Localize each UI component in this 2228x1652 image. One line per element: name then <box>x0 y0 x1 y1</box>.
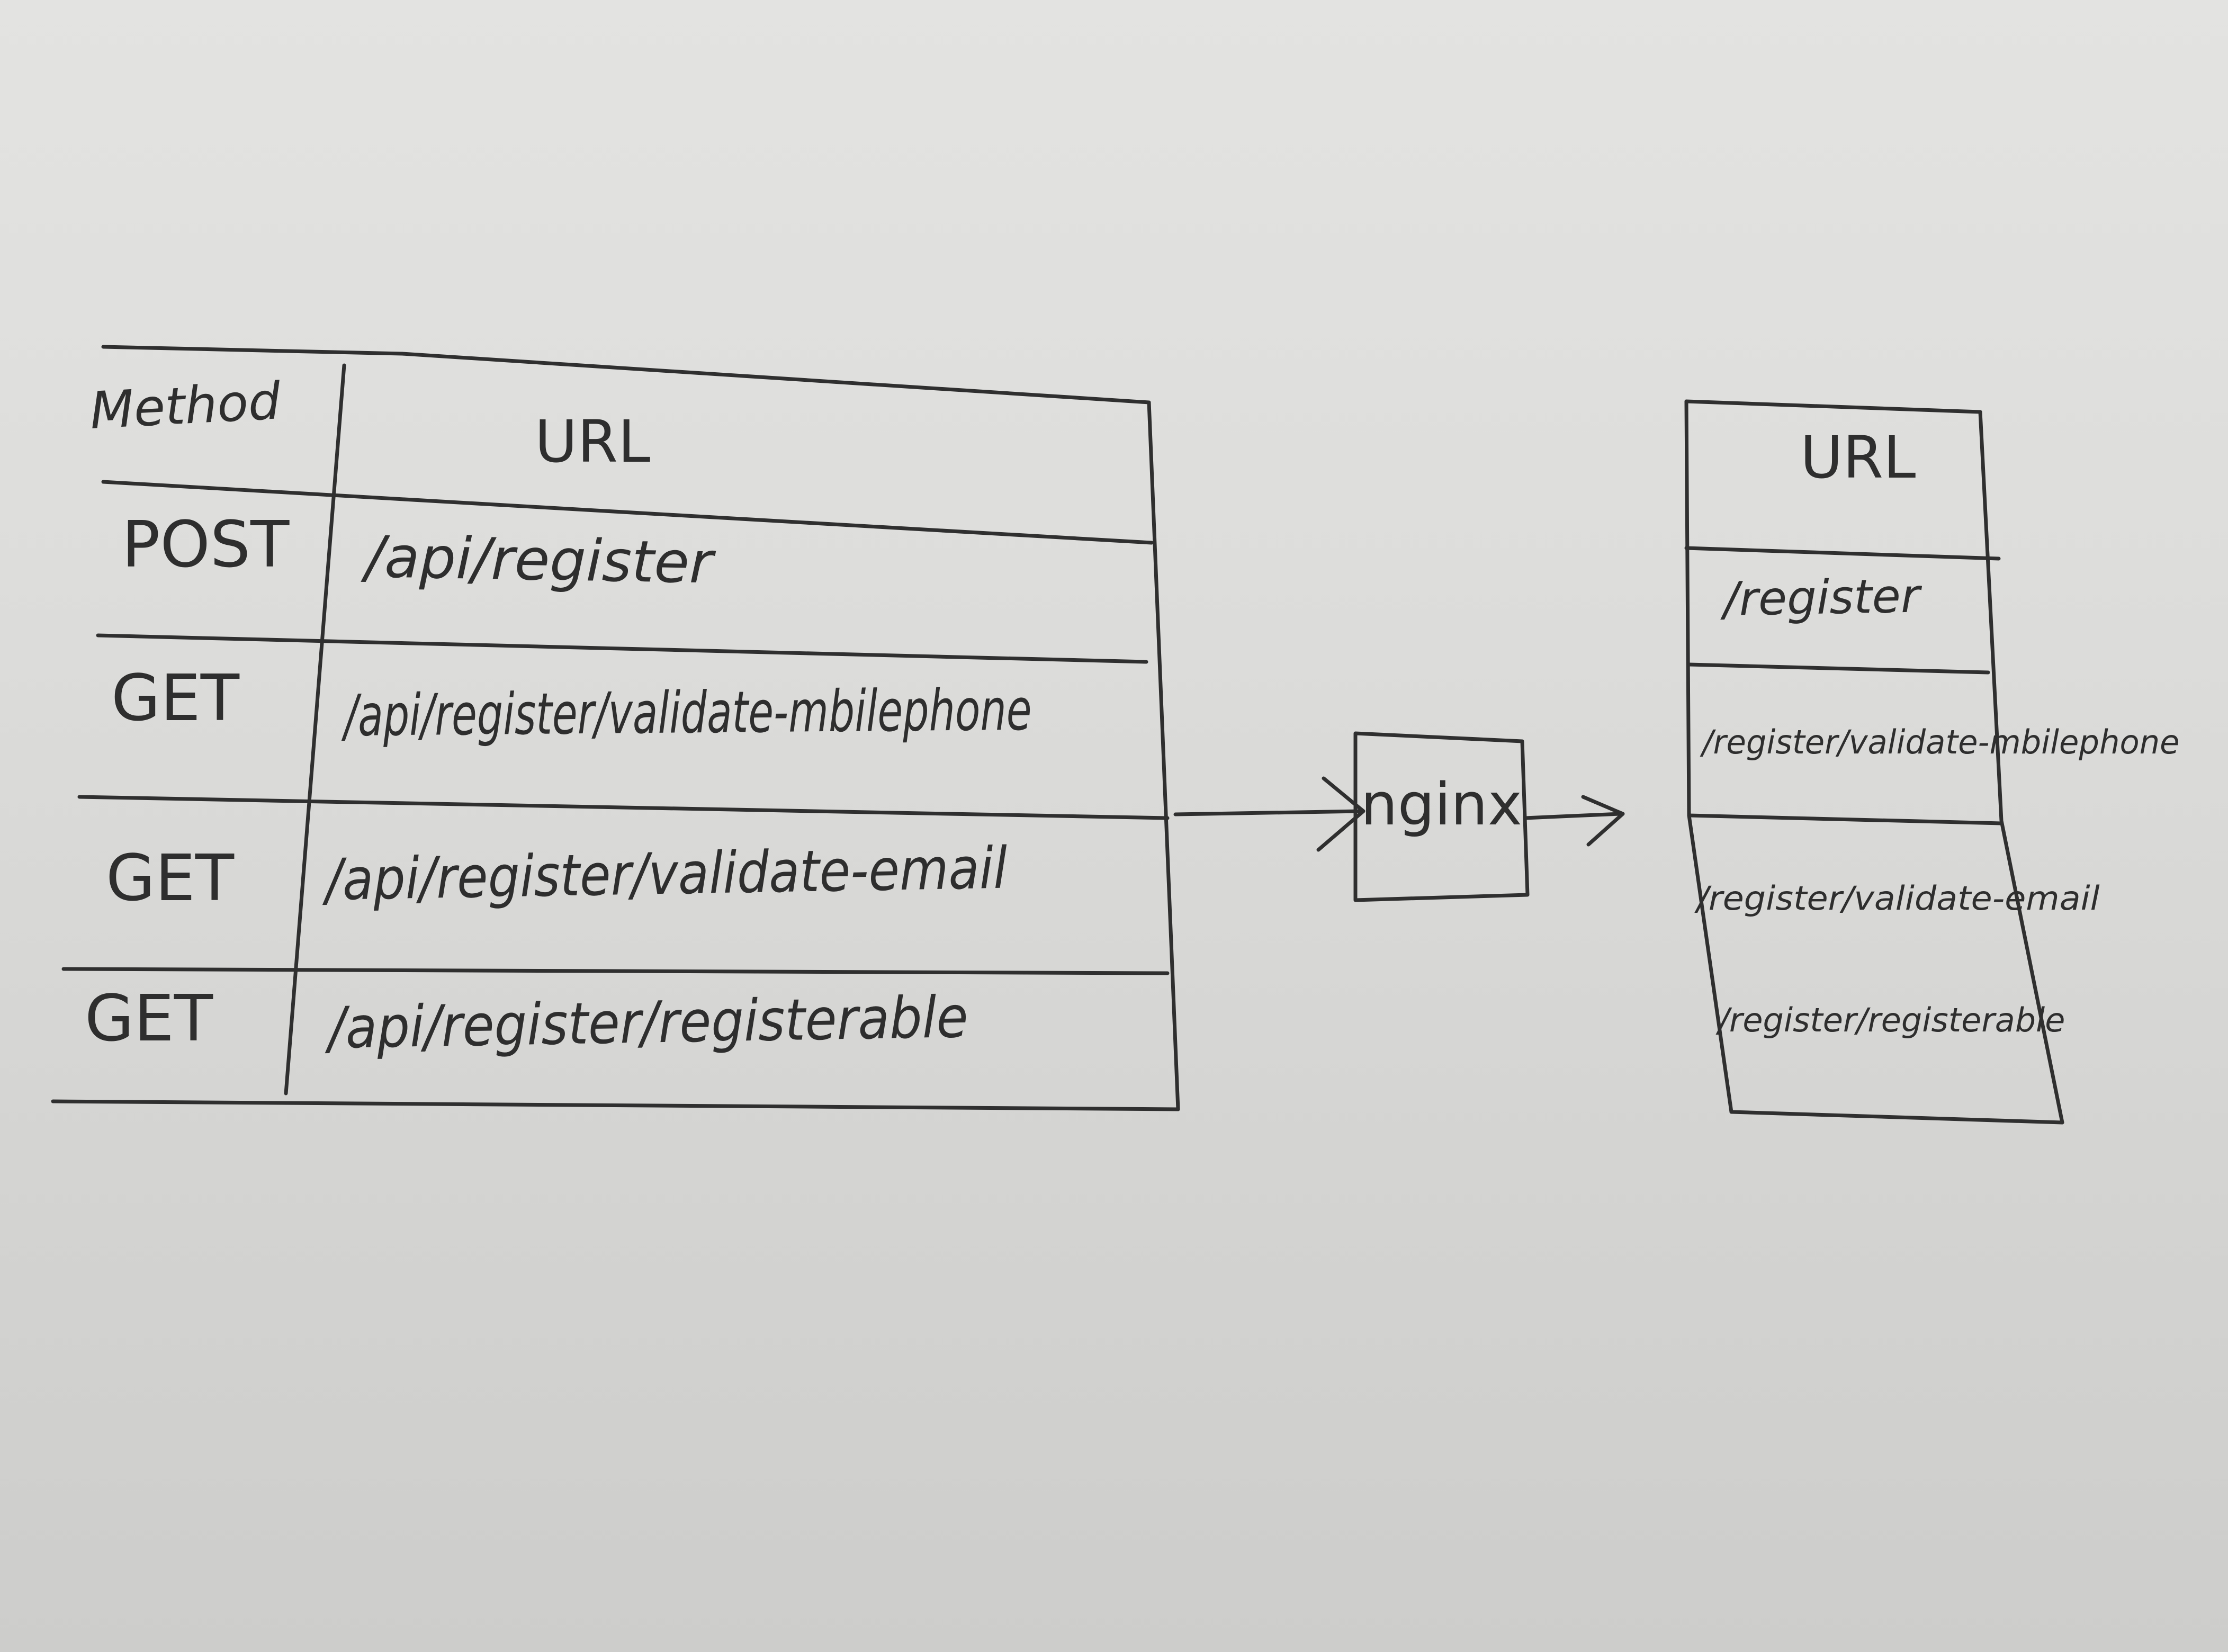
nginx-label: nginx <box>1361 770 1522 838</box>
right-table-right-border <box>1978 410 2064 1125</box>
left-table-url-3: /api/register/validate-email <box>325 835 1008 913</box>
right-table-row-divider-2 <box>1687 813 2004 825</box>
right-table-bottom-border <box>1729 1110 2064 1125</box>
left-table-right-border <box>1147 400 1180 1111</box>
arrow-to-nginx-head <box>1316 776 1365 852</box>
left-table-url-1: /api/register <box>364 524 714 597</box>
arrow-to-nginx <box>1173 809 1363 816</box>
right-table-url-2: /register/validate-mbilephone <box>1702 723 2180 761</box>
arrow-from-nginx <box>1523 812 1622 820</box>
left-table-method-2: GET <box>111 662 240 735</box>
left-table-header-method: Method <box>88 371 282 441</box>
left-table-row-divider-1 <box>96 633 1148 664</box>
left-table-url-4: /api/register/registerable <box>327 984 969 1062</box>
left-table-method-4: GET <box>85 982 213 1056</box>
arrow-from-nginx-head <box>1581 795 1625 847</box>
right-table-url-3: /register/validate-email <box>1697 879 2100 918</box>
right-table-url-1: /register <box>1723 568 1920 626</box>
right-table-url-4: /register/registerable <box>1718 1001 2065 1039</box>
left-table-url-2: /api/register/validate-mbilephone <box>344 677 1032 749</box>
right-table-header-url: URL <box>1800 424 1916 491</box>
left-table-header-url: URL <box>535 408 651 475</box>
left-table-top-border <box>101 345 1151 405</box>
left-table-bottom-border <box>51 1099 1180 1111</box>
left-table-column-divider <box>284 363 346 1096</box>
left-table-method-1: POST <box>122 508 290 582</box>
left-table-method-3: GET <box>106 842 235 915</box>
left-table-row-divider-3 <box>61 967 1170 975</box>
right-table-top-border <box>1684 399 1982 414</box>
right-table-row-divider-1 <box>1687 662 1990 675</box>
left-table-header-divider <box>101 480 1154 545</box>
right-table-header-divider <box>1684 546 2001 561</box>
nginx-box-border <box>1353 731 1530 902</box>
left-table-row-divider-2 <box>77 795 1170 820</box>
